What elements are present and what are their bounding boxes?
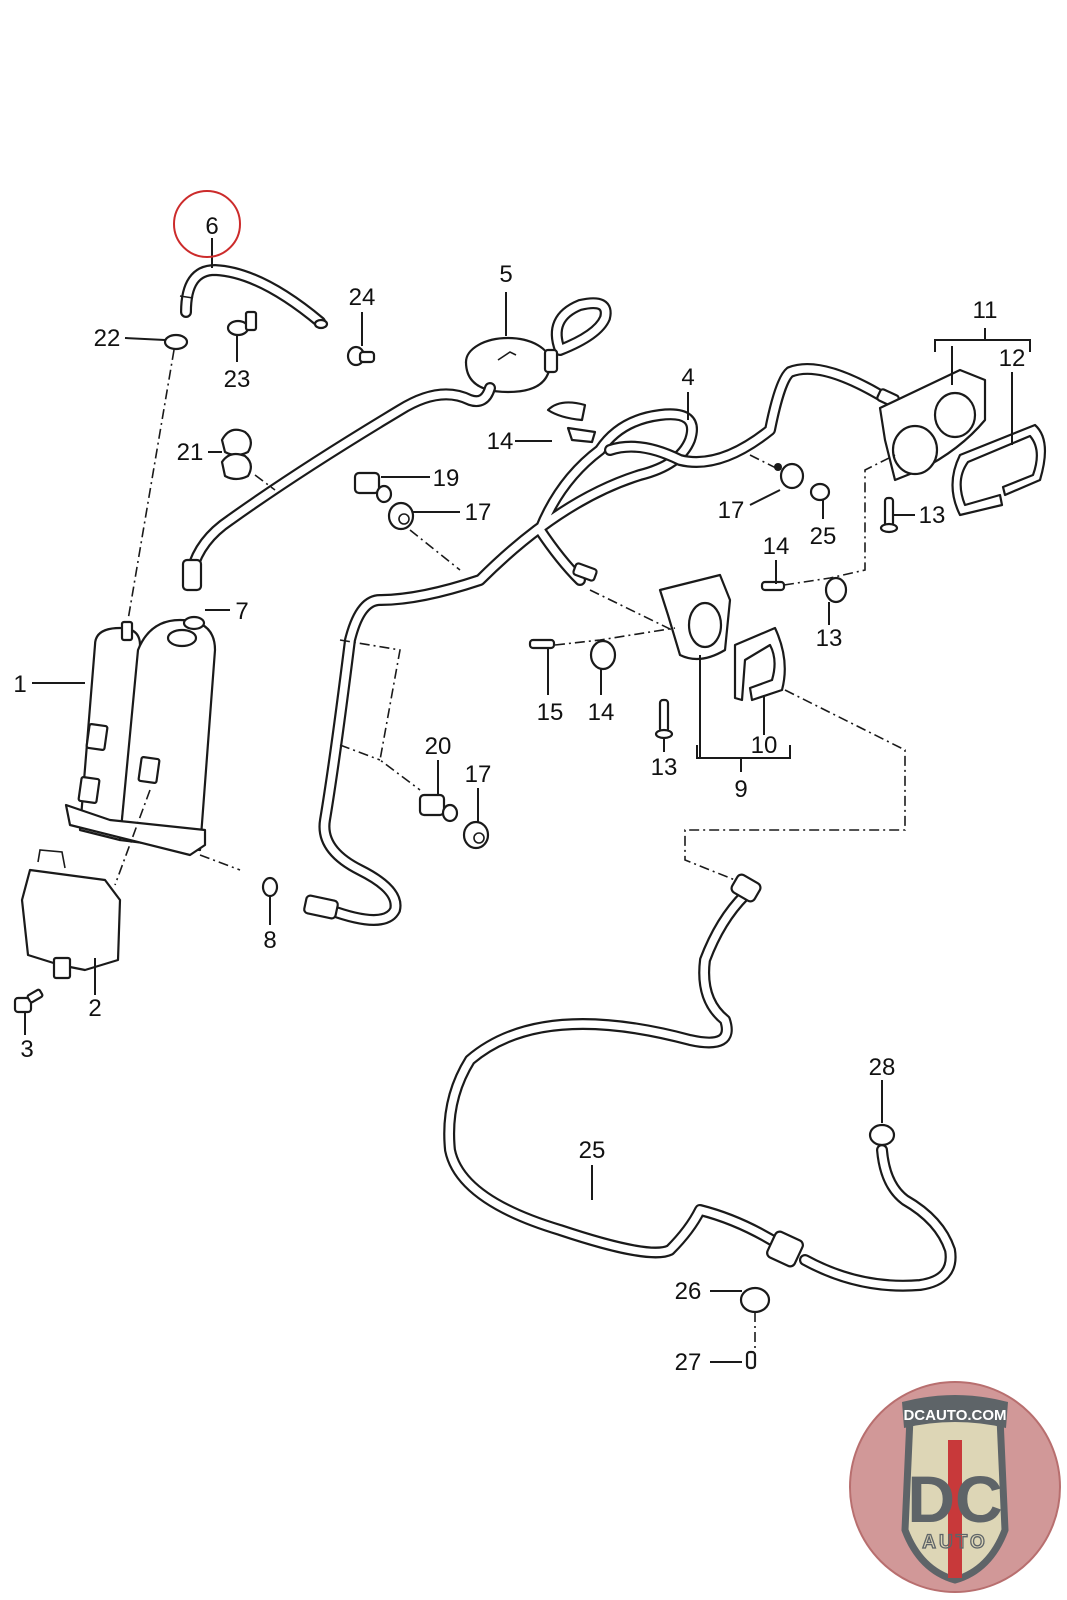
part-plug-connector[interactable] xyxy=(346,345,376,367)
callout-28[interactable]: 28 xyxy=(869,1054,896,1081)
part-clip-left[interactable] xyxy=(589,639,617,671)
logo-word: AUTO xyxy=(922,1532,987,1553)
part-vent-line[interactable] xyxy=(303,363,900,926)
part-bracket-bolt[interactable] xyxy=(13,988,44,1014)
part-vent-filter[interactable] xyxy=(464,297,612,394)
part-hose-clamp[interactable] xyxy=(182,615,206,631)
part-grommet[interactable] xyxy=(261,876,279,898)
logo-initials: DC xyxy=(907,1462,1002,1536)
logo-site-text: DCAUTO.COM xyxy=(903,1407,1006,1424)
callout-13-left[interactable]: 13 xyxy=(651,754,678,781)
dcauto-logo: DCAUTO.COM DC AUTO xyxy=(849,1381,1061,1593)
part-line-holder-lower[interactable] xyxy=(418,793,459,823)
logo-stripe xyxy=(948,1440,962,1578)
part-canister-bracket[interactable] xyxy=(20,849,122,980)
part-bolt-right[interactable] xyxy=(760,580,786,592)
part-vent-line-lower[interactable] xyxy=(443,873,957,1292)
callout-26[interactable]: 26 xyxy=(675,1278,702,1305)
callout-10[interactable]: 10 xyxy=(751,732,778,759)
callout-22[interactable]: 23 xyxy=(224,366,251,393)
callout-15-right[interactable]: 14 xyxy=(763,533,790,560)
part-line-clamp[interactable] xyxy=(739,1286,771,1314)
part-canister-hose[interactable] xyxy=(179,264,329,330)
callout-4[interactable]: 4 xyxy=(681,364,694,391)
part-grommet-center[interactable] xyxy=(387,501,415,531)
callout-13-right[interactable]: 13 xyxy=(919,502,946,529)
callout-19[interactable]: 20 xyxy=(425,733,452,760)
assembly-lines xyxy=(114,349,906,1352)
part-holder-clip[interactable] xyxy=(809,482,831,502)
part-double-clip[interactable] xyxy=(220,428,252,481)
part-grommet-lower[interactable] xyxy=(462,820,490,850)
part-line-clip[interactable] xyxy=(546,401,597,444)
part-grommet-right[interactable] xyxy=(774,462,805,490)
part-holder-left[interactable] xyxy=(658,573,732,661)
part-valve-clip[interactable] xyxy=(226,310,258,337)
callout-14-right[interactable]: 13 xyxy=(816,625,843,652)
callout-20[interactable]: 21 xyxy=(177,439,204,466)
highlight-circle xyxy=(173,190,241,258)
callout-3[interactable]: 3 xyxy=(20,1036,33,1063)
part-screw-left[interactable] xyxy=(654,698,674,740)
part-holder-right[interactable] xyxy=(878,368,987,482)
part-hose-clamp-small[interactable] xyxy=(163,333,189,351)
callout-17-center[interactable]: 17 xyxy=(465,499,492,526)
part-vent-hose-upper xyxy=(181,382,496,592)
callout-6[interactable]: 6 xyxy=(205,213,218,240)
callout-1[interactable]: 1 xyxy=(13,671,26,698)
callout-2[interactable]: 2 xyxy=(88,995,101,1022)
callout-24[interactable]: 25 xyxy=(810,523,837,550)
part-bolt-left[interactable] xyxy=(528,638,556,650)
callout-15-left[interactable]: 15 xyxy=(537,699,564,726)
part-seal-right[interactable] xyxy=(951,423,1047,517)
part-clamp-screw[interactable] xyxy=(745,1350,757,1370)
part-screw-right[interactable] xyxy=(879,496,899,534)
callouts: 6 5 24 22 23 4 11 12 14 21 19 17 17 13 2… xyxy=(13,213,1025,1376)
callout-17-lower[interactable]: 17 xyxy=(465,761,492,788)
callout-18[interactable]: 19 xyxy=(433,465,460,492)
callout-23[interactable]: 24 xyxy=(349,284,376,311)
callout-7[interactable]: 7 xyxy=(235,598,248,625)
callout-27[interactable]: 27 xyxy=(675,1349,702,1376)
part-charcoal-canister[interactable] xyxy=(64,618,217,857)
part-line-holder-upper[interactable] xyxy=(353,471,393,504)
callout-16[interactable]: 14 xyxy=(487,428,514,455)
callout-14-left[interactable]: 14 xyxy=(588,699,615,726)
callout-5[interactable]: 5 xyxy=(499,261,512,288)
part-hose-clamp-lower[interactable] xyxy=(868,1123,896,1147)
callout-17-right[interactable]: 17 xyxy=(718,497,745,524)
callout-8[interactable]: 8 xyxy=(263,927,276,954)
leader-lines xyxy=(24,238,1031,1363)
callout-25[interactable]: 25 xyxy=(579,1137,606,1164)
part-clip-right[interactable] xyxy=(824,576,848,604)
callout-21[interactable]: 22 xyxy=(94,325,121,352)
callout-9[interactable]: 9 xyxy=(734,776,747,803)
callout-12[interactable]: 12 xyxy=(999,345,1026,372)
part-seal-left[interactable] xyxy=(733,626,786,702)
callout-11[interactable]: 11 xyxy=(973,297,998,324)
